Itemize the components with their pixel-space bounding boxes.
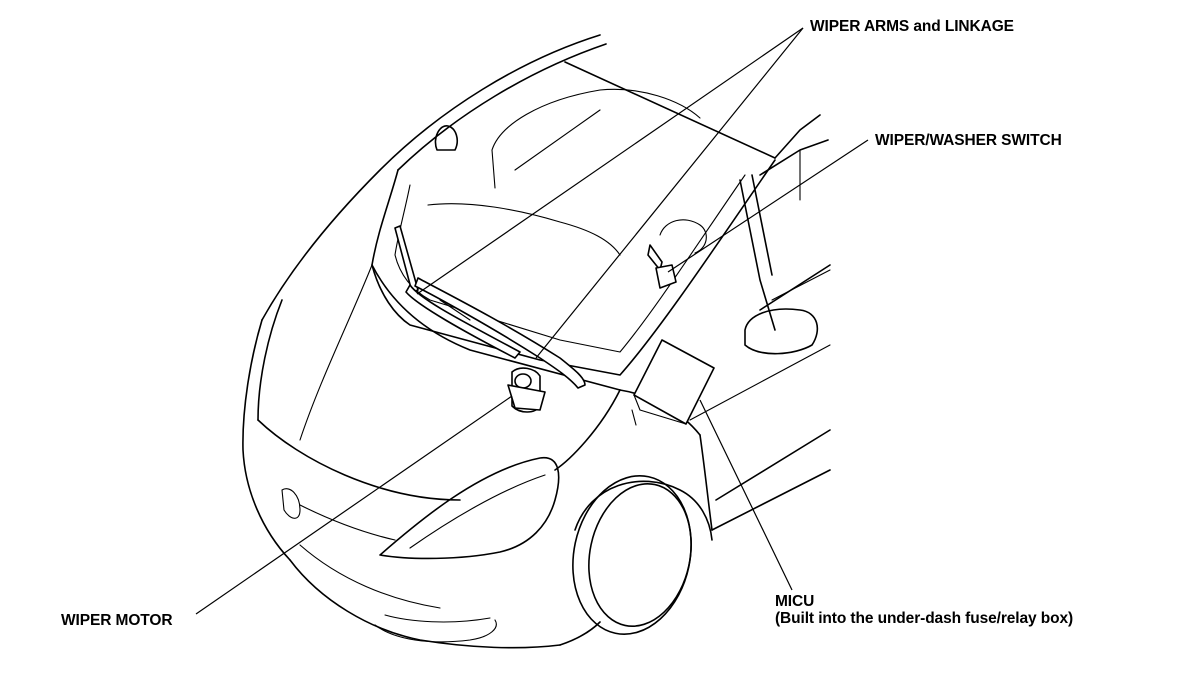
- wiper-arms: [394, 225, 586, 389]
- micu-box: [633, 339, 715, 425]
- micu-note: (Built into the under-dash fuse/relay bo…: [775, 610, 1074, 627]
- washer-switch-part: [647, 244, 677, 289]
- car-body: [242, 34, 831, 649]
- leader-motor: [195, 395, 513, 615]
- leader-arms-left: [416, 27, 804, 295]
- leader-micu: [699, 399, 793, 591]
- leader-lines: [195, 27, 869, 615]
- label-micu: MICU (Built into the under-dash fuse/rel…: [775, 593, 1073, 627]
- leader-switch: [667, 139, 869, 273]
- micu-title: MICU: [775, 593, 815, 610]
- wiper-motor-part: [507, 367, 546, 413]
- label-wiper-motor: WIPER MOTOR: [61, 612, 173, 629]
- label-wiper-arms: WIPER ARMS and LINKAGE: [810, 18, 1014, 35]
- leader-arms-right: [535, 27, 804, 359]
- label-washer-switch: WIPER/WASHER SWITCH: [875, 132, 1062, 149]
